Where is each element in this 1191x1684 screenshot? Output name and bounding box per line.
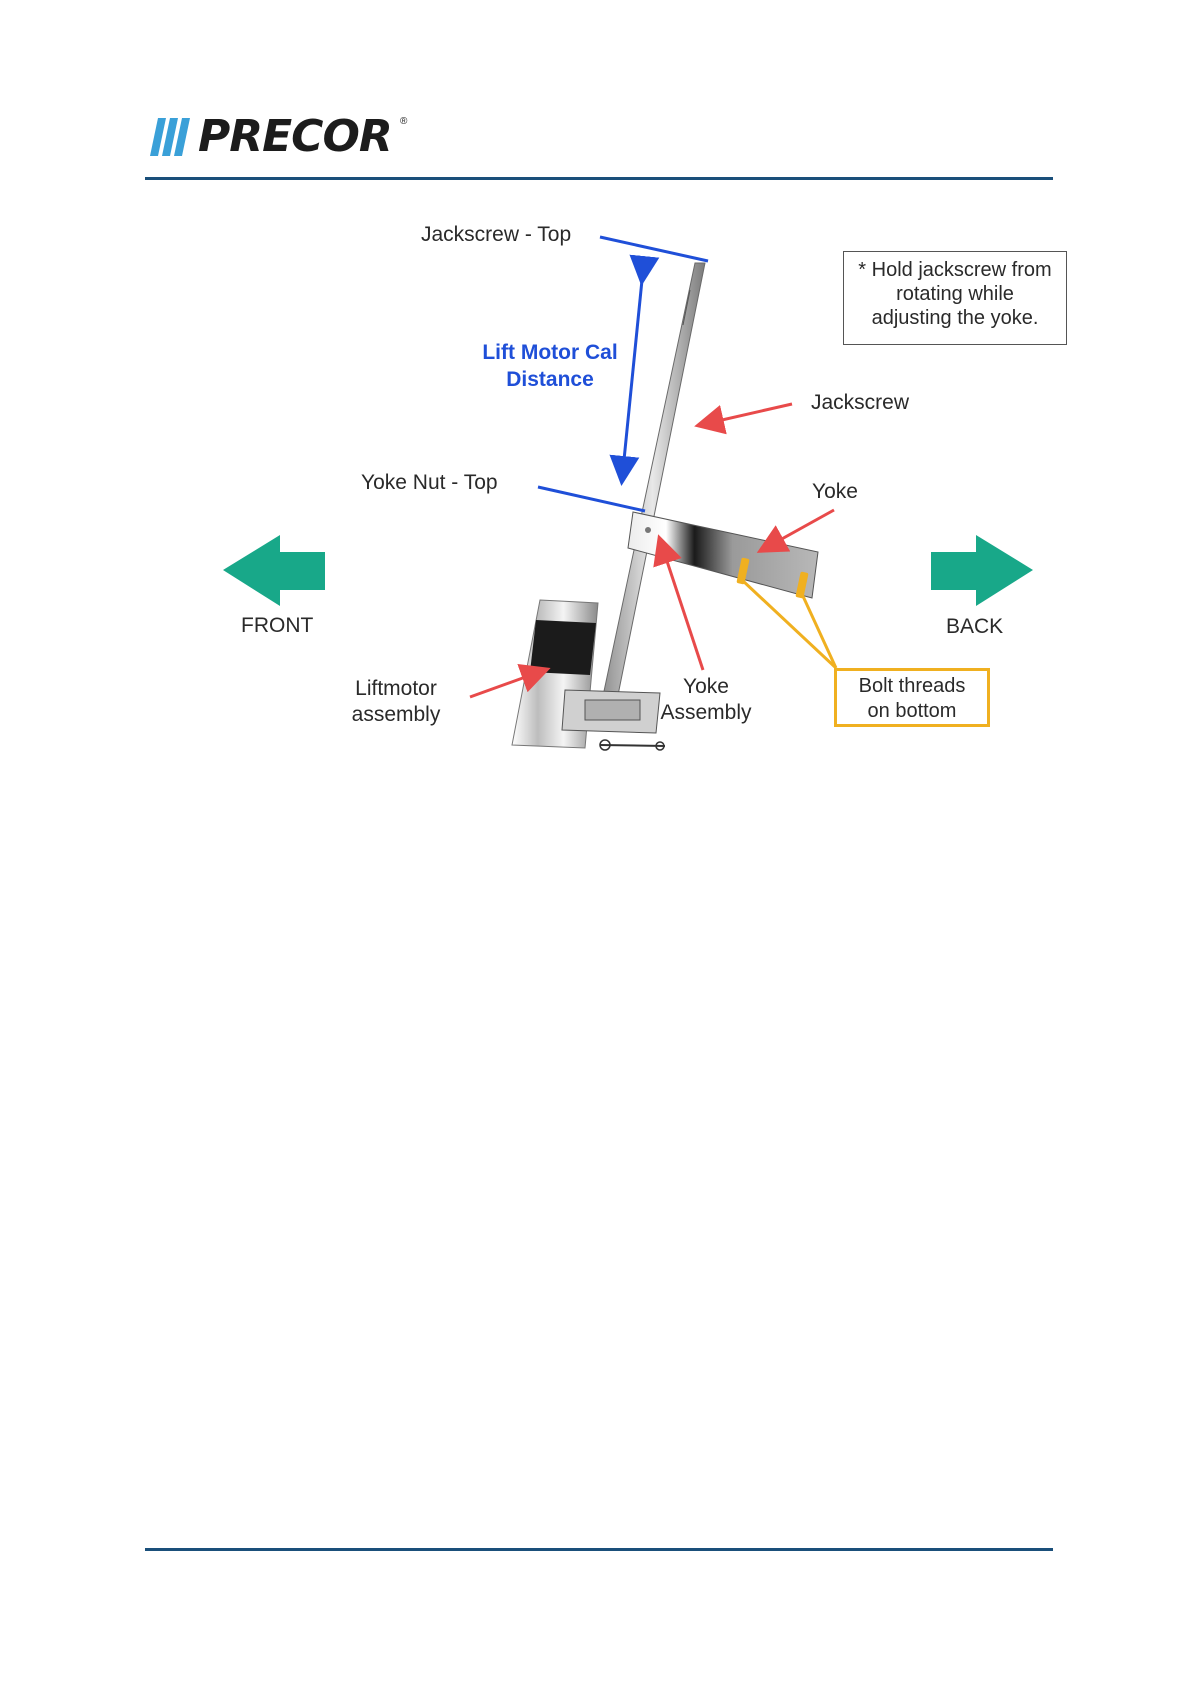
yoke-assembly-label-line2: Assembly (646, 700, 766, 725)
yoke-bar (628, 512, 818, 599)
note-line-1: * Hold jackscrew from (844, 258, 1066, 282)
back-label: BACK (946, 614, 1003, 639)
cal-distance-label-line2: Distance (470, 367, 630, 392)
note-line-2: rotating while (844, 282, 1066, 306)
arrow-right-icon (931, 535, 1033, 606)
yoke-nut-top-label: Yoke Nut - Top (361, 470, 498, 495)
cal-distance-label-line1: Lift Motor Cal (470, 340, 630, 365)
bolt-leader-lines (742, 580, 836, 668)
front-label: FRONT (241, 613, 313, 638)
jackscrew-label: Jackscrew (811, 390, 909, 415)
yoke-assembly-label-line1: Yoke (646, 674, 766, 699)
hold-jackscrew-note: * Hold jackscrew from rotating while adj… (843, 251, 1067, 345)
bolt-threads-callout: Bolt threads on bottom (834, 668, 990, 727)
footer-rule (145, 1548, 1053, 1551)
liftmotor-label-line1: Liftmotor (336, 676, 456, 701)
note-line-3: adjusting the yoke. (844, 306, 1066, 330)
liftmotor-label-line2: assembly (336, 702, 456, 727)
jackscrew-callout-arrow (700, 404, 792, 425)
jackscrew-top-label: Jackscrew - Top (421, 222, 571, 247)
bolt-threads-line-1: Bolt threads (837, 674, 987, 699)
arrow-left-icon (223, 535, 325, 606)
yoke-label: Yoke (812, 479, 858, 504)
bolt-threads-line-2: on bottom (837, 699, 987, 724)
jackscrew-shaft (600, 263, 705, 710)
yoke-callout-arrow (762, 510, 834, 550)
